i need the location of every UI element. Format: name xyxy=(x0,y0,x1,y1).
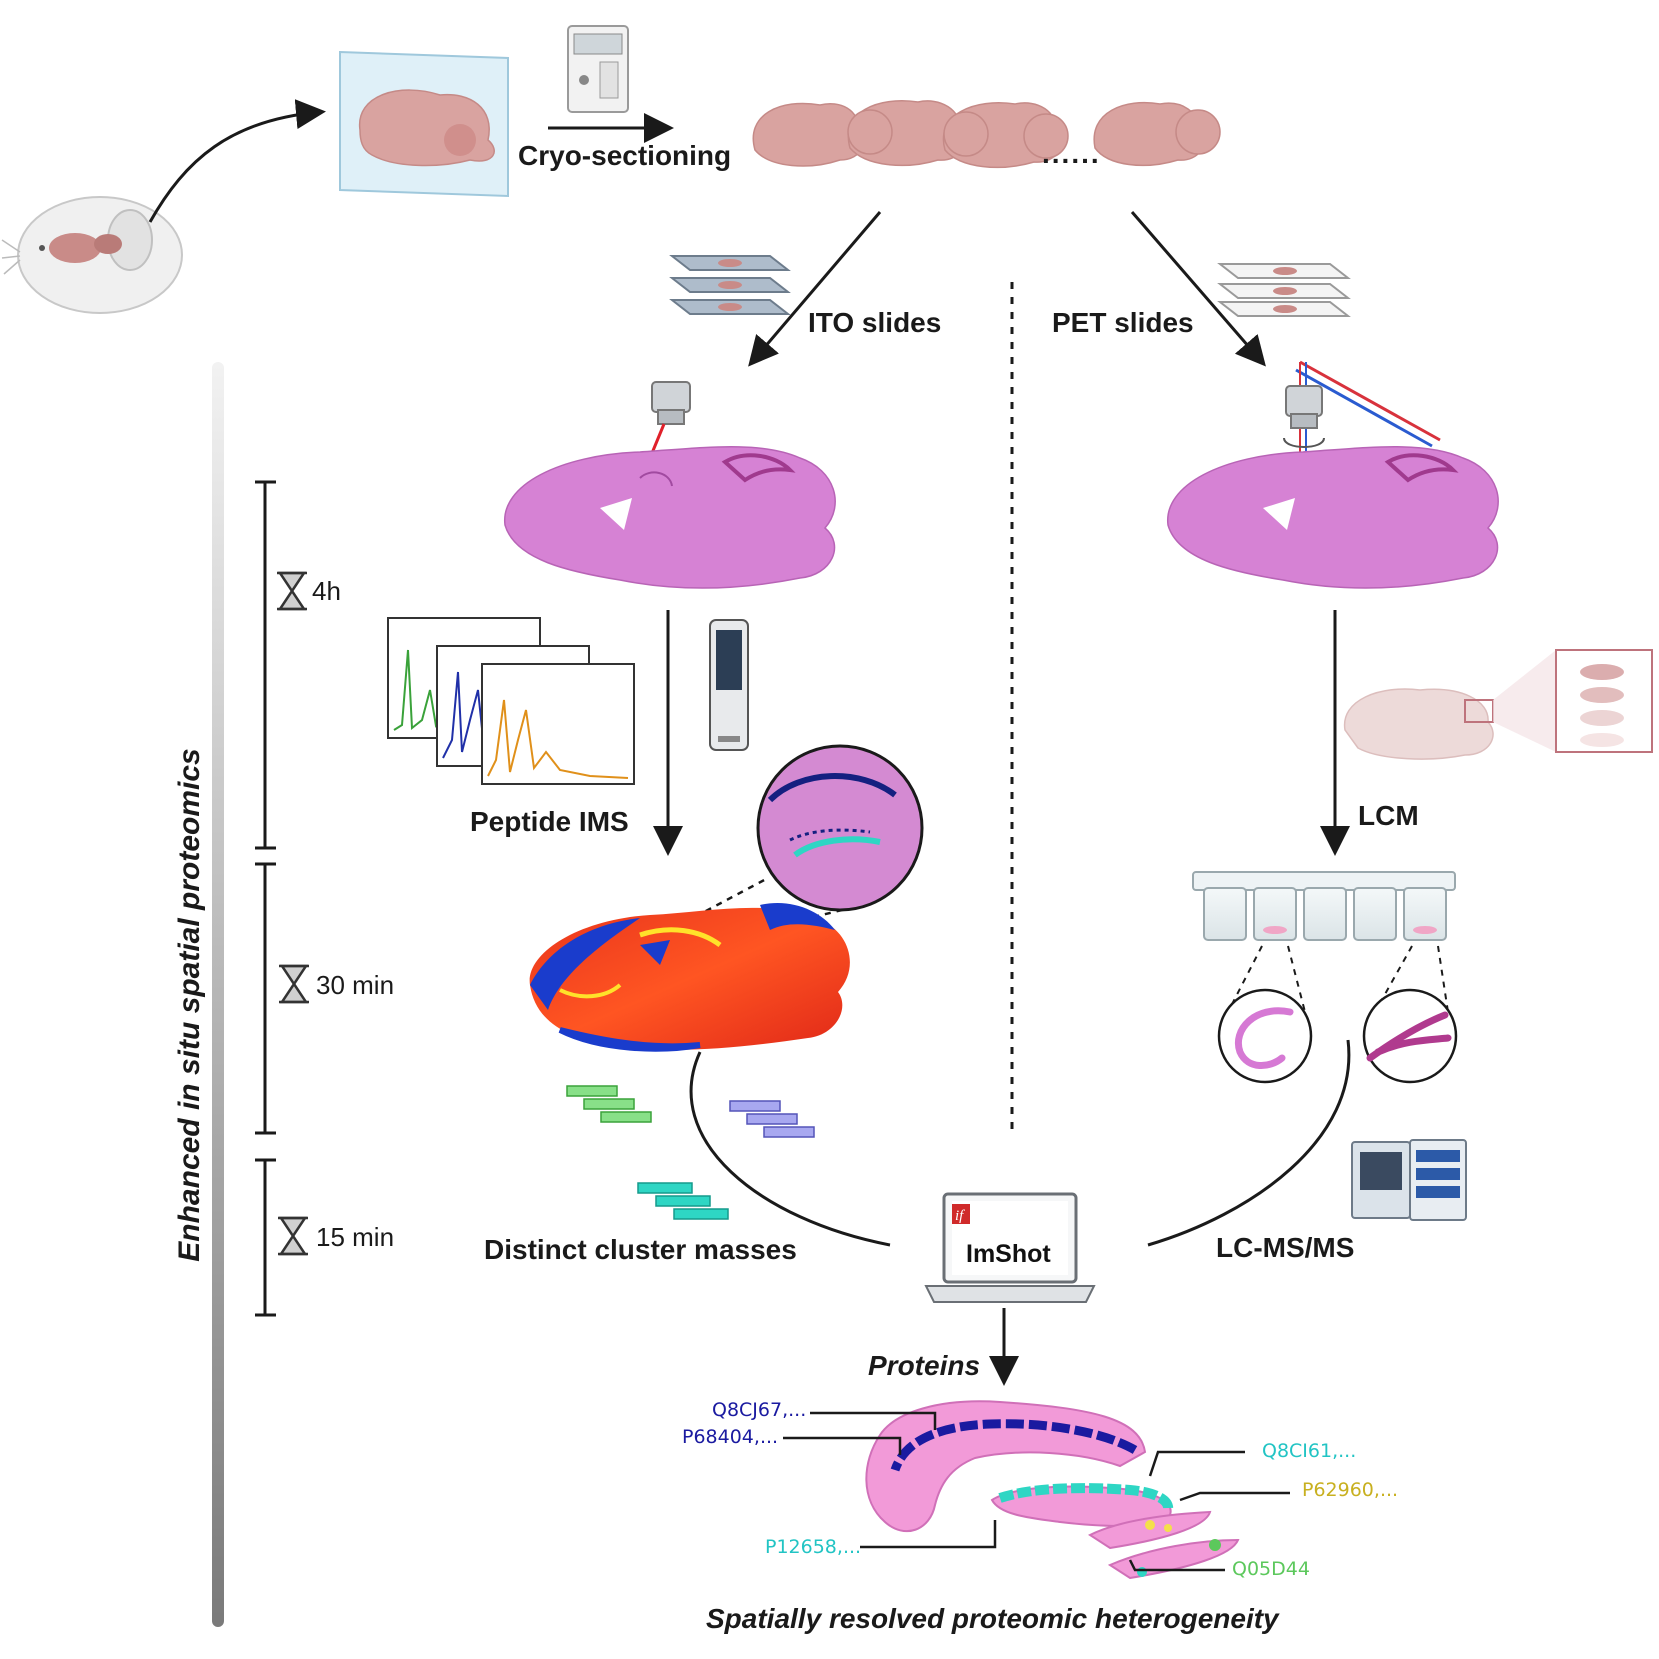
vertical-axis-label: Enhanced in situ spatial proteomics xyxy=(173,748,206,1262)
mouse-icon xyxy=(1,196,183,314)
lc-ms-ms-label: LC-MS/MS xyxy=(1216,1232,1355,1263)
hippocampus-proteome-map xyxy=(865,1400,1240,1580)
collection-wells-icon xyxy=(1192,871,1456,941)
ims-zoom-circle xyxy=(756,744,924,912)
accession-leader-lines xyxy=(783,1411,1290,1572)
accession-p68404: P68404,... xyxy=(682,1426,779,1448)
ito-slides-label: ITO slides xyxy=(808,307,942,338)
cluster-mass-bars-teal xyxy=(637,1182,729,1220)
timeline-gradient-bar xyxy=(212,362,224,1627)
bottom-title: Spatially resolved proteomic heterogenei… xyxy=(706,1603,1279,1634)
peptide-ims-label: Peptide IMS xyxy=(470,806,629,837)
he-tissue-section-left xyxy=(504,445,836,589)
timeline-bracket xyxy=(255,480,276,1317)
laptop-icon: if xyxy=(924,1192,1096,1303)
time-label-15min: 15 min xyxy=(316,1222,395,1252)
lc-ms-instrument-icon xyxy=(1351,1139,1467,1221)
cryo-sectioning-label: Cryo-sectioning xyxy=(518,140,732,171)
more-sections-ellipsis: ...... xyxy=(1042,138,1101,169)
ito-slides-icon xyxy=(669,255,791,315)
accession-p12658: P12658,... xyxy=(765,1536,862,1558)
accession-q8ci61: Q8CI61,... xyxy=(1262,1440,1357,1462)
imshot-app-name: ImShot xyxy=(966,1240,1051,1268)
time-label-4h: 4h xyxy=(312,576,341,606)
lcm-brain-inset xyxy=(1343,649,1653,760)
brain-glass-plate-icon xyxy=(339,50,509,198)
hourglass-icon xyxy=(277,571,307,611)
ims-segmentation-map xyxy=(529,902,850,1052)
accession-p62960: P62960,... xyxy=(1302,1479,1399,1501)
lcm-label: LCM xyxy=(1358,800,1419,831)
pet-slides-label: PET slides xyxy=(1052,307,1194,338)
cluster-mass-bars-green xyxy=(566,1085,652,1123)
accession-q8cj67: Q8CJ67,... xyxy=(712,1399,807,1421)
lcm-region-circle-2 xyxy=(1362,988,1458,1084)
mass-spectrometer-icon xyxy=(709,619,749,751)
svg-text:if: if xyxy=(955,1208,965,1224)
lcm-region-circle-1 xyxy=(1217,988,1313,1084)
hourglass-icon xyxy=(278,1216,308,1256)
he-tissue-section-right xyxy=(1167,445,1499,589)
pet-slides-icon xyxy=(1217,263,1351,317)
cryostat-icon xyxy=(567,25,629,113)
cluster-mass-bars-purple xyxy=(729,1100,815,1138)
mass-spectra-icon xyxy=(387,617,635,785)
proteins-label: Proteins xyxy=(868,1350,981,1381)
hourglass-icon xyxy=(279,964,309,1004)
distinct-cluster-masses-label: Distinct cluster masses xyxy=(484,1234,797,1265)
accession-q05d44: Q05D44 xyxy=(1232,1558,1310,1580)
brain-sections-row xyxy=(752,100,1221,169)
time-label-30min: 30 min xyxy=(316,970,395,1000)
